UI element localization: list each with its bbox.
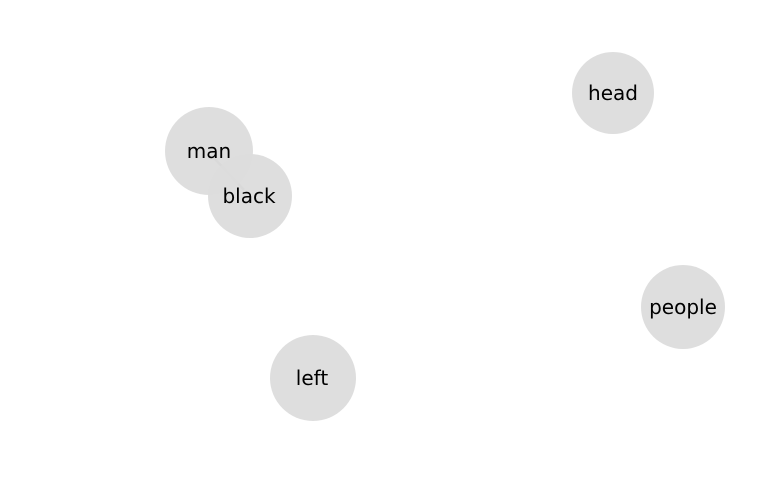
node-head-label: head — [588, 81, 638, 105]
node-left[interactable]: left — [270, 335, 356, 421]
node-left-label: left — [296, 366, 329, 390]
node-black[interactable]: black — [208, 154, 292, 238]
node-people-label: people — [649, 295, 717, 319]
nodes-layer: man black head people left — [165, 52, 725, 421]
node-black-circle[interactable] — [208, 154, 292, 238]
node-head-circle[interactable] — [572, 52, 654, 134]
node-man-label: man — [187, 139, 231, 163]
node-black-label: black — [222, 184, 276, 208]
node-head[interactable]: head — [572, 52, 654, 134]
node-people[interactable]: people — [641, 265, 725, 349]
node-left-circle[interactable] — [270, 335, 356, 421]
node-people-circle[interactable] — [641, 265, 725, 349]
